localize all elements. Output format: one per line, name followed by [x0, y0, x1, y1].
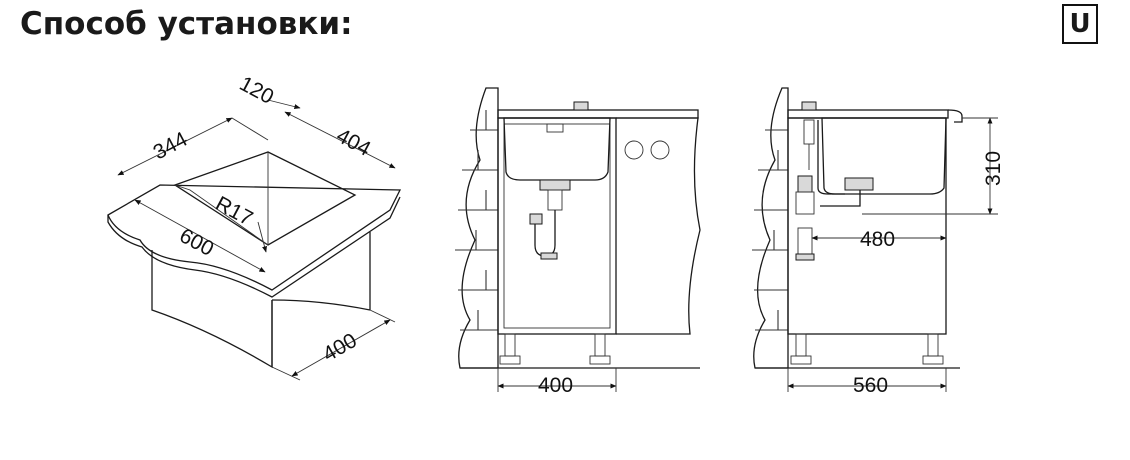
dim-worktop-width: 600	[176, 224, 218, 261]
isometric-view: 344 120 404 600 R17 400	[107, 72, 402, 381]
dim-cutout-depth: 404	[333, 124, 375, 161]
dim-side-cabinet-depth: 560	[853, 374, 888, 397]
front-view: 400	[455, 87, 701, 397]
dim-side-drain-offset: 480	[860, 228, 895, 251]
dim-cabinet-depth-iso: 400	[319, 329, 361, 366]
dim-side-height: 310	[982, 151, 1005, 186]
dim-corner-radius: R17	[212, 192, 257, 230]
side-view: 310 480 560	[752, 87, 1005, 397]
mount-type-badge: U	[1062, 4, 1098, 44]
dim-offset-back: 120	[236, 72, 278, 109]
dim-front-cabinet-width: 400	[538, 374, 573, 397]
dim-cutout-width: 344	[150, 128, 192, 165]
page-title: Способ установки:	[20, 6, 353, 42]
